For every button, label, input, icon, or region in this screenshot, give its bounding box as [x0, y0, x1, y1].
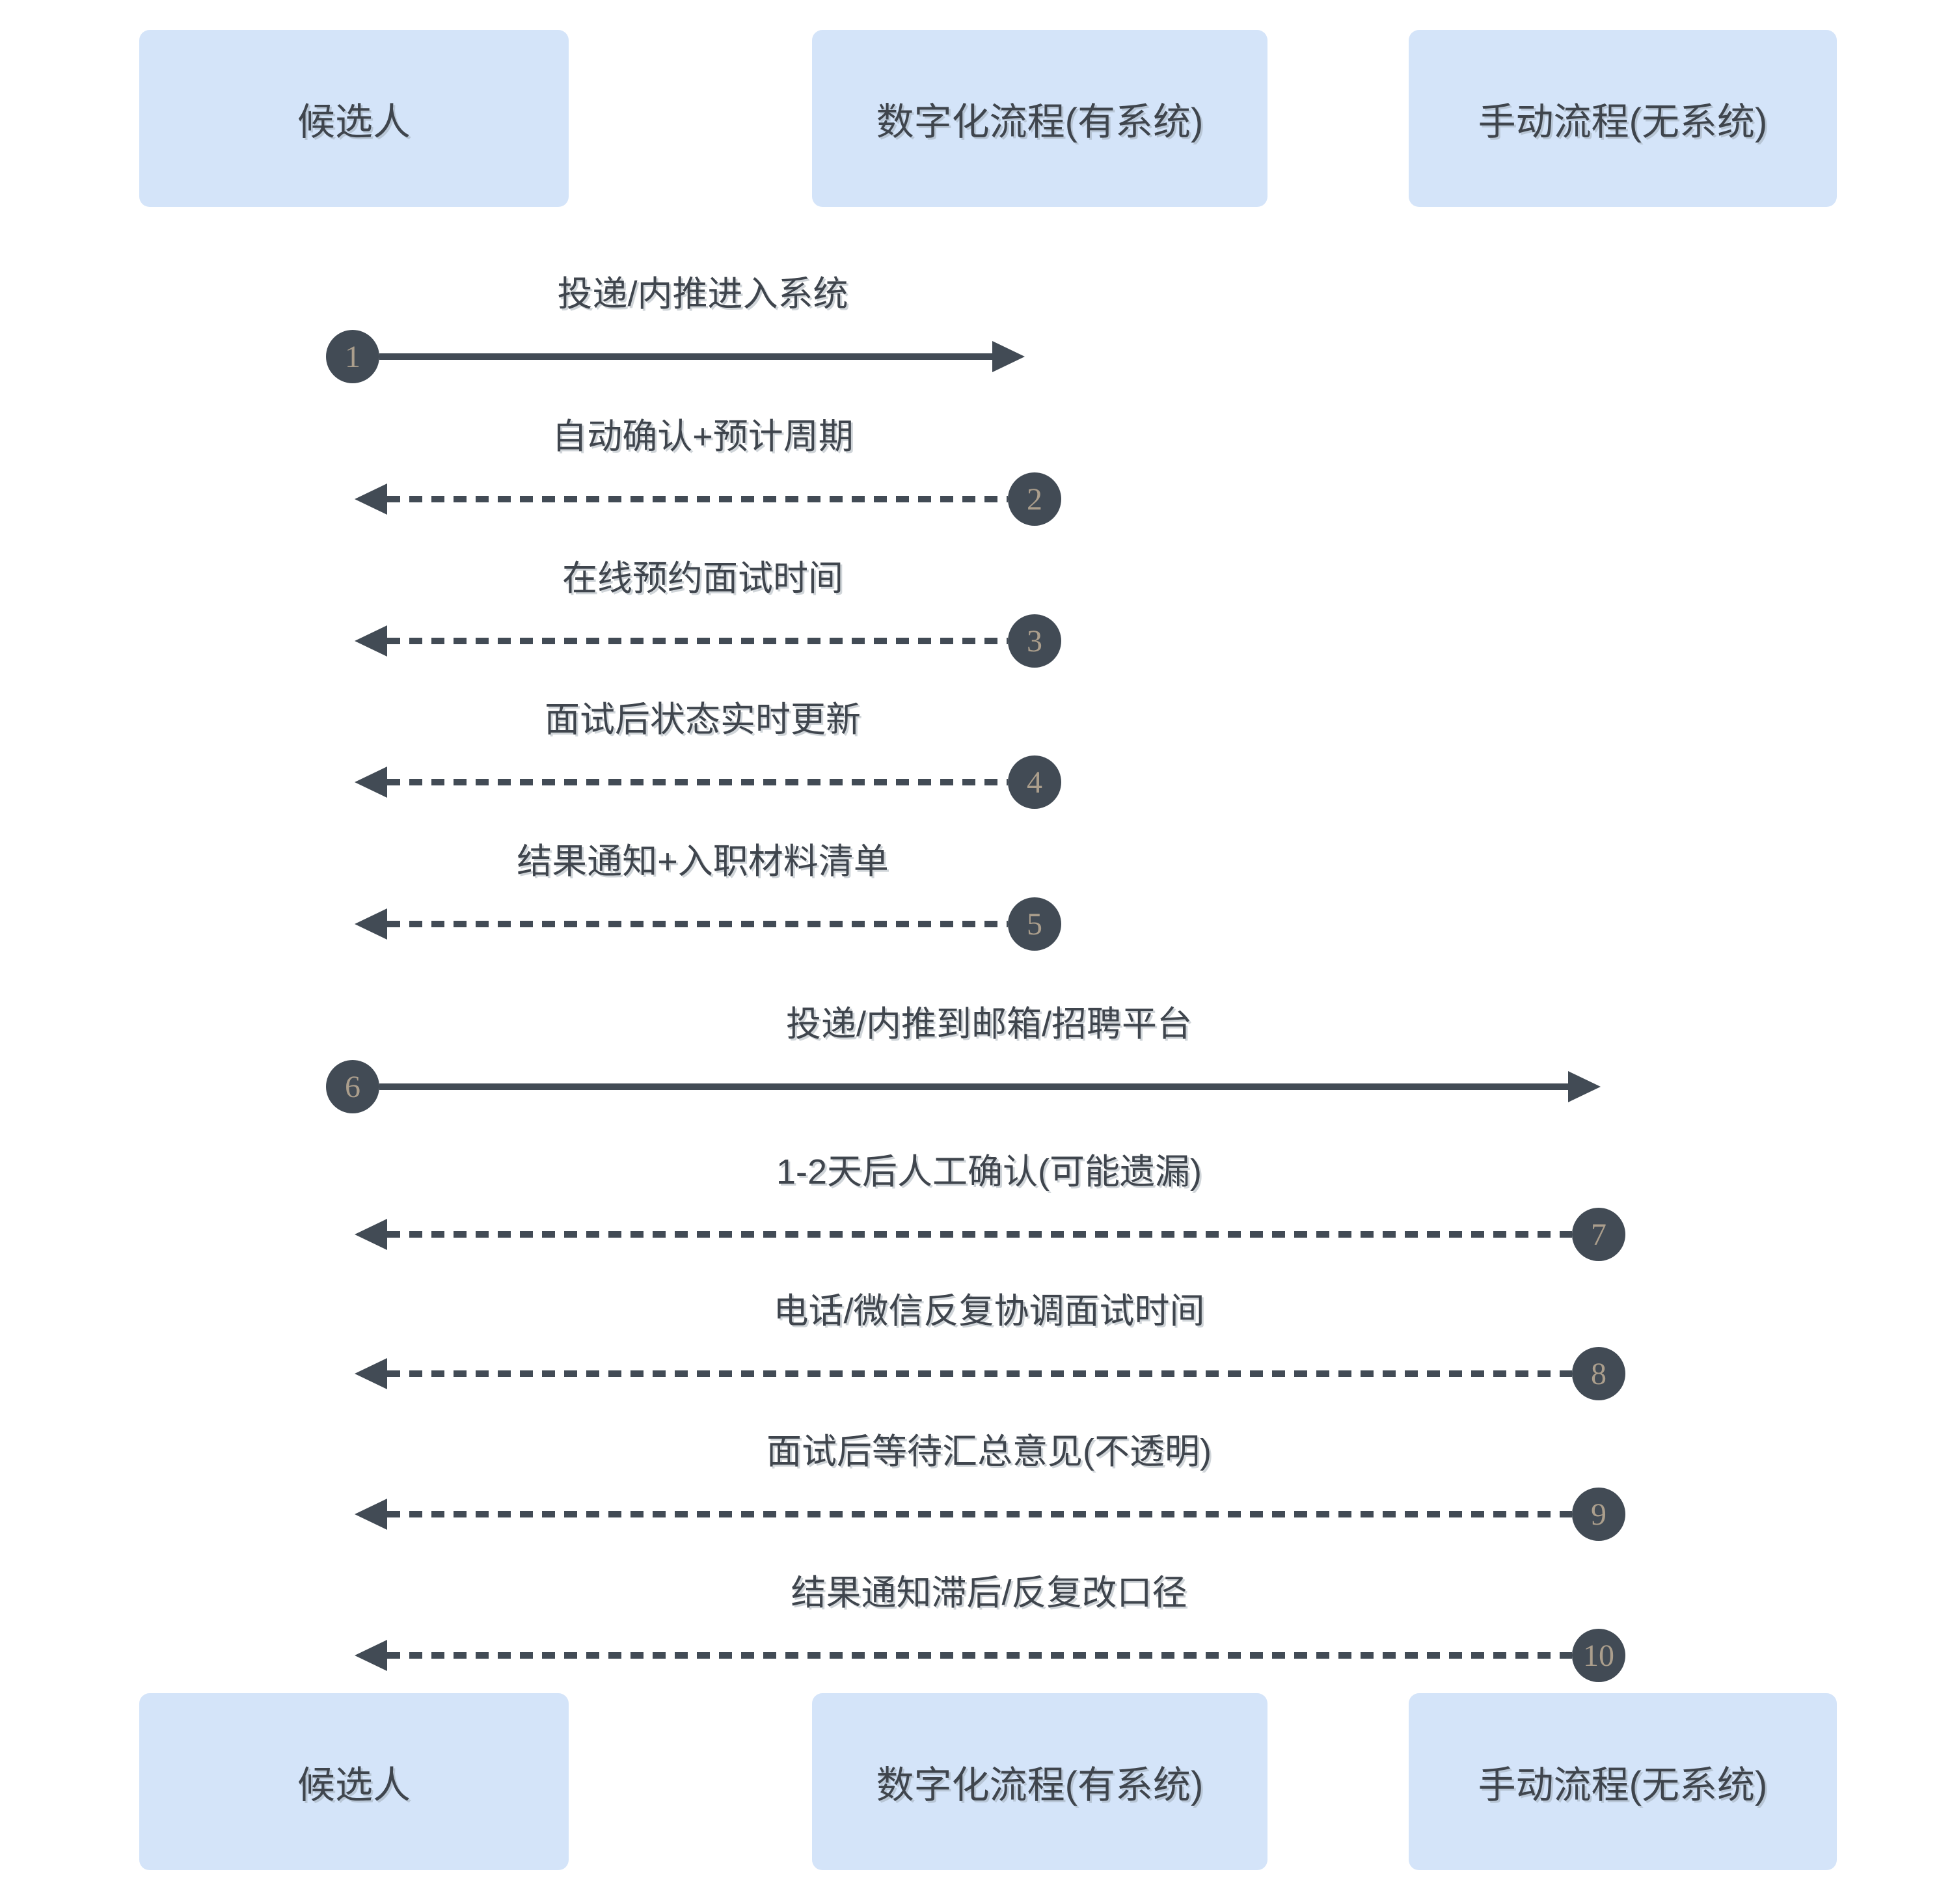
message-label: 投递/内推进入系统 [557, 275, 848, 314]
arrowhead-left-icon [355, 1358, 387, 1389]
arrowhead-left-icon [355, 767, 387, 798]
lane-box-candidate-top: 候选人 [139, 30, 569, 207]
arrowhead-right-icon [992, 341, 1025, 372]
message-label: 结果通知滞后/反复改口径 [791, 1573, 1187, 1612]
message-line [387, 921, 1008, 927]
step-number-badge: 3 [1008, 614, 1061, 668]
arrowhead-left-icon [355, 1219, 387, 1250]
lane-label: 手动流程(无系统) [1478, 101, 1768, 143]
lane-box-manual-bottom: 手动流程(无系统) [1409, 1693, 1837, 1870]
arrowhead-left-icon [355, 1499, 387, 1530]
message-line [387, 1511, 1572, 1517]
lane-label: 数字化流程(有系统) [876, 101, 1204, 143]
message-line [387, 1652, 1572, 1659]
step-number-badge: 6 [326, 1060, 379, 1113]
arrowhead-right-icon [1568, 1071, 1601, 1102]
lane-label: 手动流程(无系统) [1478, 1764, 1768, 1806]
message-line [387, 496, 1008, 502]
message-label: 面试后等待汇总意见(不透明) [766, 1432, 1212, 1471]
lane-label: 候选人 [297, 1764, 411, 1806]
step-number-badge: 10 [1572, 1629, 1625, 1682]
lane-box-digital-top: 数字化流程(有系统) [812, 30, 1267, 207]
message-label: 面试后状态实时更新 [545, 700, 861, 739]
lane-box-digital-bottom: 数字化流程(有系统) [812, 1693, 1267, 1870]
lane-label: 候选人 [297, 101, 411, 143]
step-number-badge: 7 [1572, 1208, 1625, 1261]
step-number-badge: 1 [326, 330, 379, 383]
message-line [379, 353, 992, 360]
message-line [387, 779, 1008, 785]
step-number-badge: 9 [1572, 1488, 1625, 1541]
step-number-badge: 8 [1572, 1347, 1625, 1400]
message-label: 1-2天后人工确认(可能遗漏) [776, 1152, 1202, 1191]
arrowhead-left-icon [355, 908, 387, 940]
message-label: 电话/微信反复协调面试时间 [773, 1292, 1205, 1331]
lane-box-manual-top: 手动流程(无系统) [1409, 30, 1837, 207]
arrowhead-left-icon [355, 625, 387, 657]
message-line [387, 638, 1008, 644]
message-label: 在线预约面试时间 [562, 559, 843, 598]
lane-label: 数字化流程(有系统) [876, 1764, 1204, 1806]
step-number-badge: 4 [1008, 755, 1061, 809]
message-label: 结果通知+入职材料清单 [517, 842, 889, 881]
step-number-badge: 2 [1008, 472, 1061, 526]
message-line [387, 1370, 1572, 1377]
arrowhead-left-icon [355, 483, 387, 515]
arrowhead-left-icon [355, 1640, 387, 1671]
lane-box-candidate-bottom: 候选人 [139, 1693, 569, 1870]
message-line [387, 1231, 1572, 1238]
message-label: 自动确认+预计周期 [552, 417, 854, 456]
message-line [379, 1083, 1568, 1090]
step-number-badge: 5 [1008, 897, 1061, 951]
message-label: 投递/内推到邮箱/招聘平台 [785, 1005, 1193, 1044]
